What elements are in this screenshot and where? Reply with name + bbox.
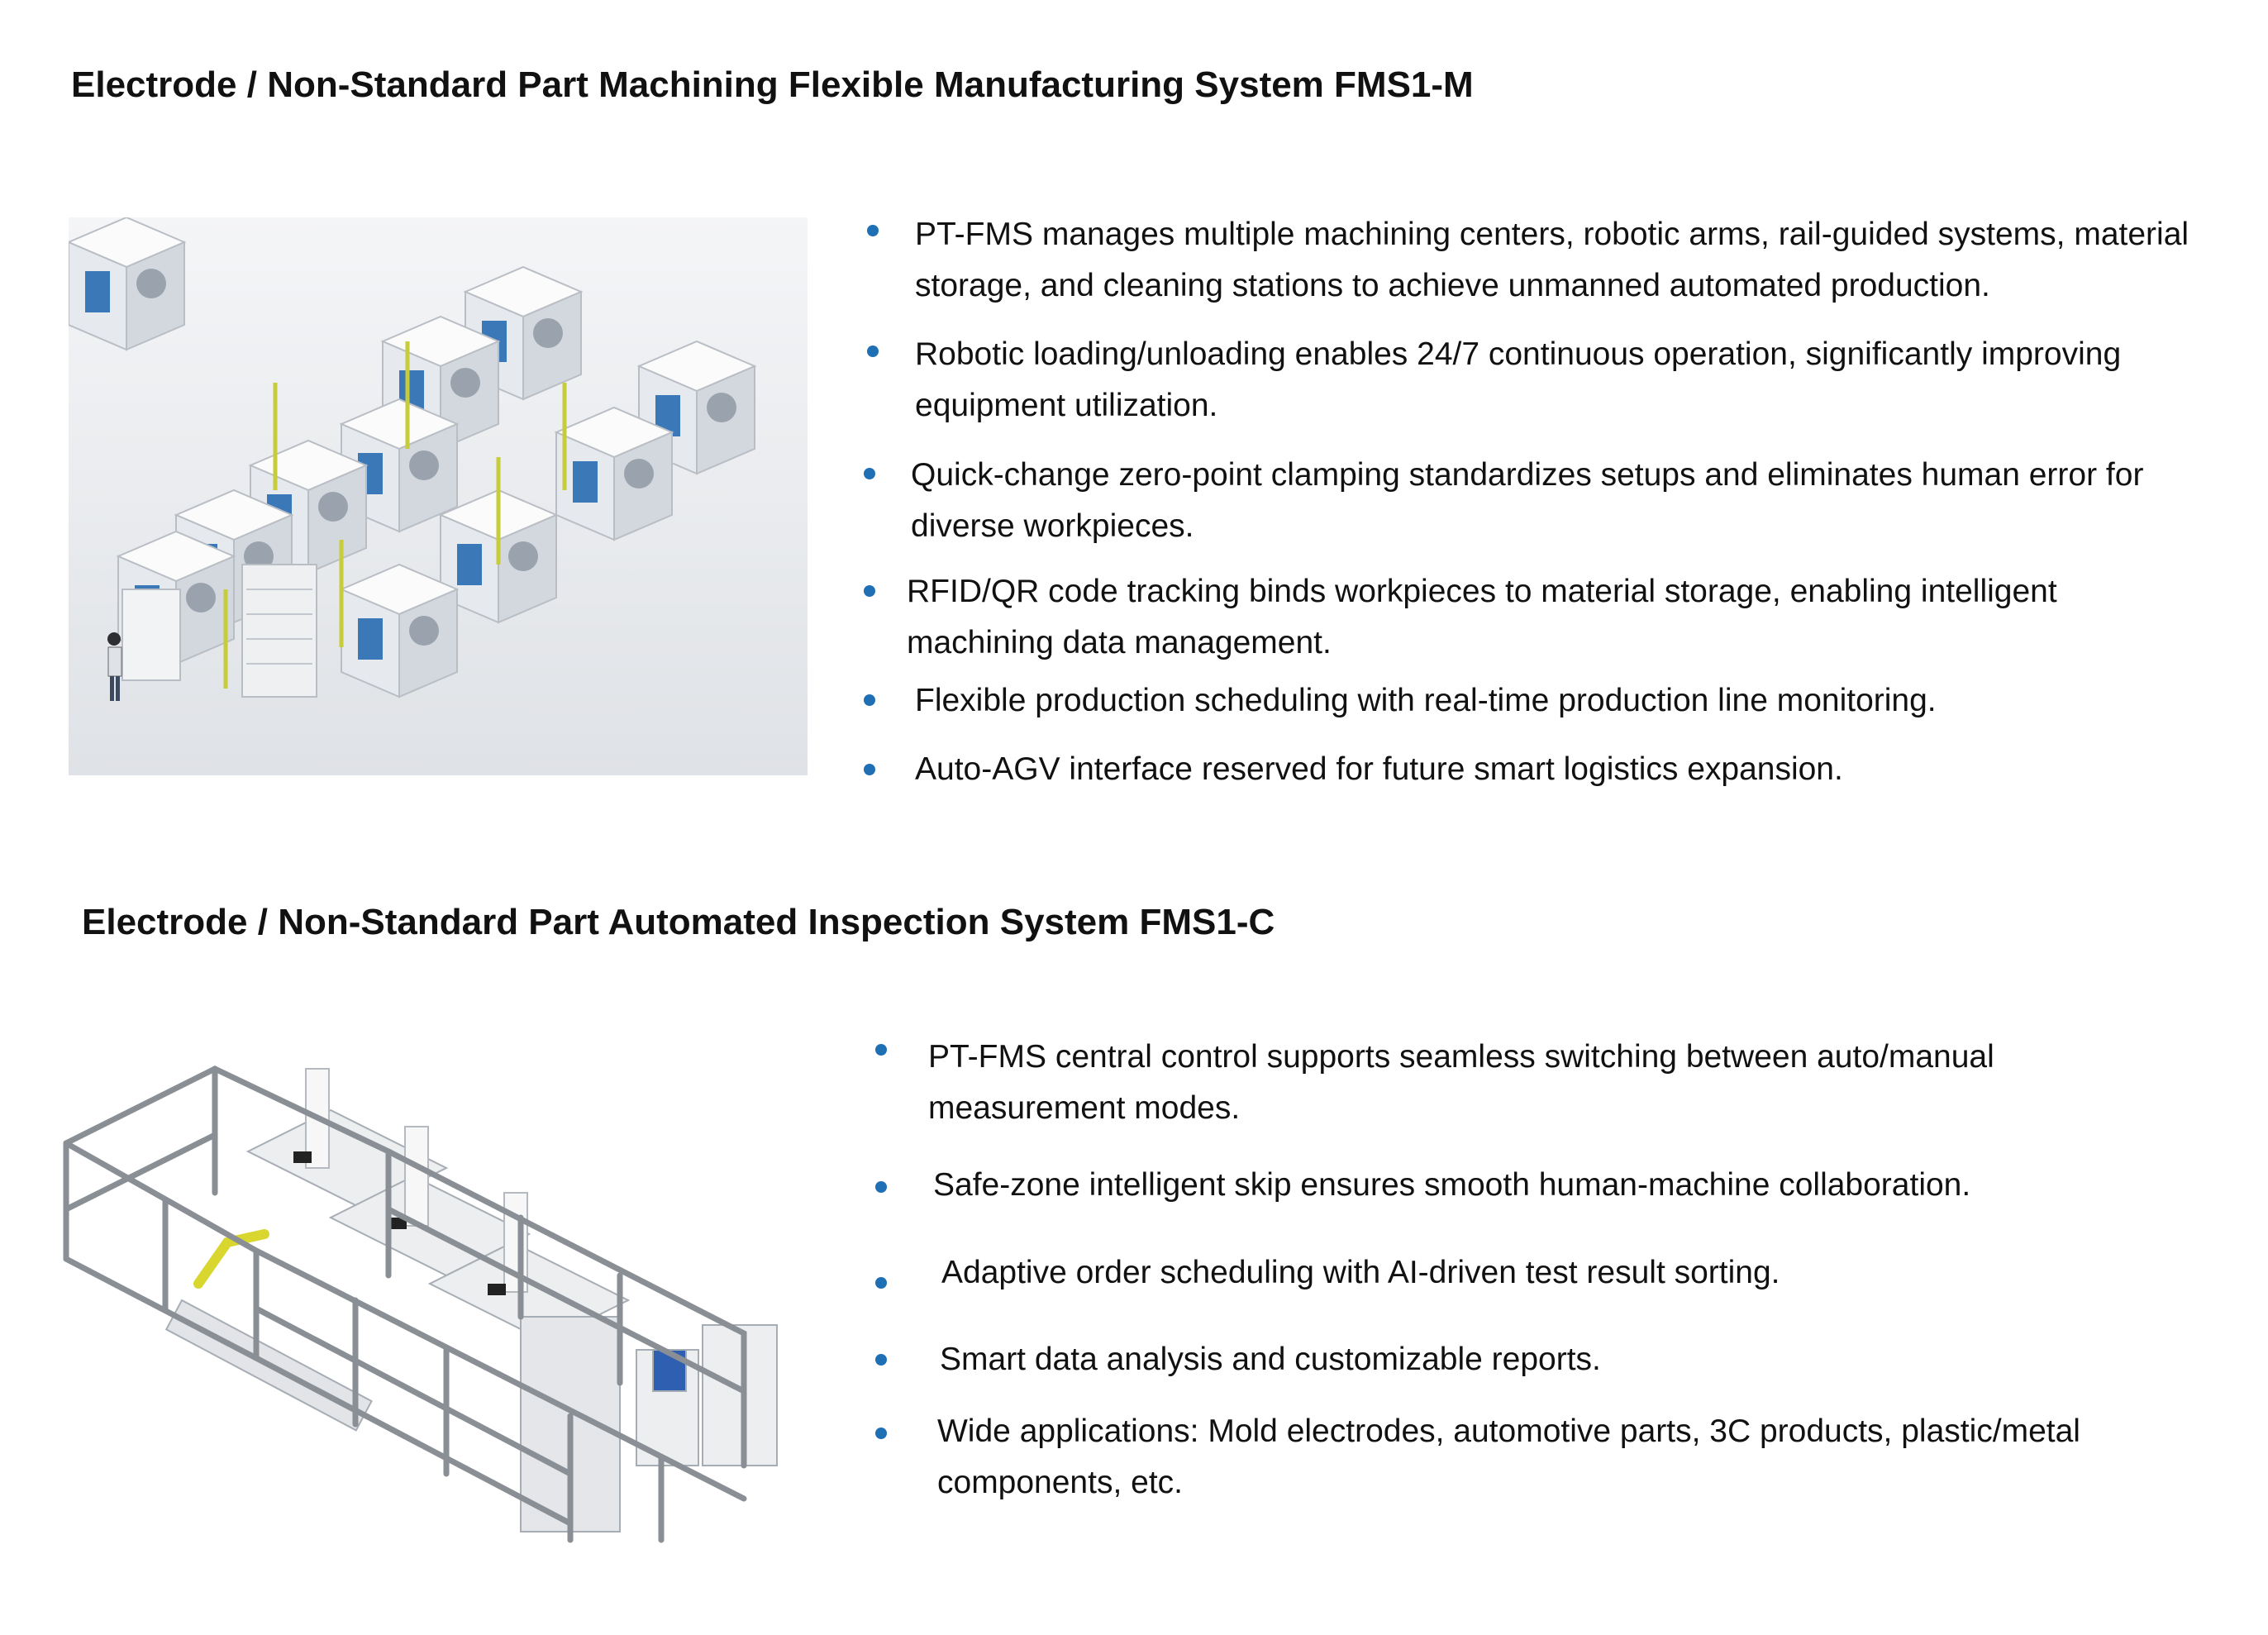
section-title: Electrode / Non-Standard Part Automated …	[82, 902, 1275, 942]
bullet-icon	[867, 225, 879, 236]
feature-text: Safe-zone intelligent skip ensures smoot…	[933, 1167, 1971, 1203]
section-title: Electrode / Non-Standard Part Machining …	[71, 64, 1474, 105]
feature-text: PT-FMS central control supports seamless…	[928, 1039, 1994, 1126]
bullet-icon	[867, 346, 879, 357]
feature-text: Auto-AGV interface reserved for future s…	[915, 751, 1843, 787]
bullet-icon	[864, 585, 875, 597]
fms-machining-line-illustration-icon	[69, 217, 808, 775]
feature-text: Robotic loading/unloading enables 24/7 c…	[915, 336, 2122, 423]
bullet-icon	[875, 1428, 887, 1439]
feature-text: Wide applications: Mold electrodes, auto…	[937, 1413, 2080, 1500]
bullet-icon	[875, 1044, 887, 1056]
bullet-icon	[864, 468, 875, 479]
bullet-icon	[864, 764, 875, 775]
cmm-inspection-cell-illustration-icon	[63, 1065, 778, 1543]
feature-text: Adaptive order scheduling with AI-driven…	[941, 1255, 1780, 1290]
feature-text: RFID/QR code tracking binds workpieces t…	[907, 574, 2057, 660]
feature-text: Quick-change zero-point clamping standar…	[911, 457, 2144, 544]
bullet-icon	[864, 694, 875, 706]
feature-text: Smart data analysis and customizable rep…	[940, 1342, 1601, 1377]
feature-text: PT-FMS manages multiple machining center…	[915, 217, 2189, 303]
bullet-icon	[875, 1354, 887, 1366]
bullet-icon	[875, 1181, 887, 1193]
bullet-icon	[875, 1277, 887, 1289]
feature-text: Flexible production scheduling with real…	[915, 683, 1937, 718]
